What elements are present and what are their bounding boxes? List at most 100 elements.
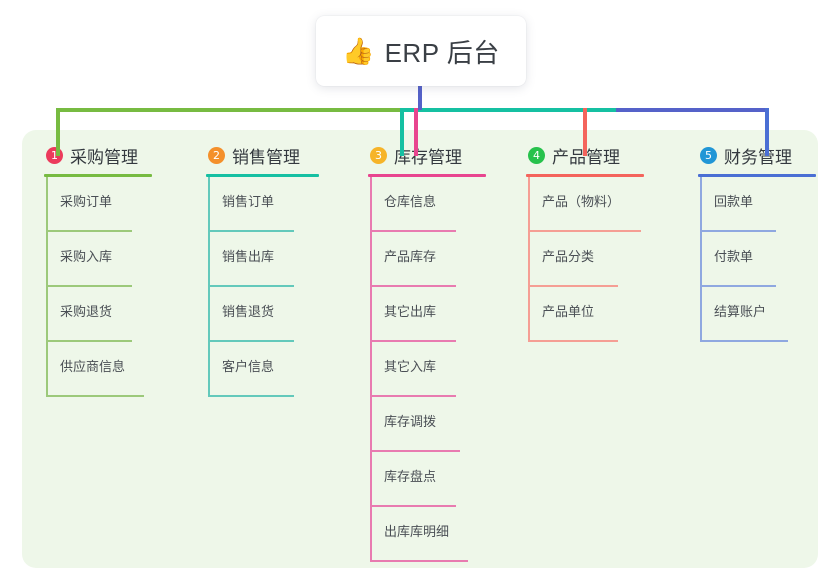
branch-title-5: 财务管理 [724,147,792,167]
drop-col4 [583,108,587,156]
root-node[interactable]: 👍 ERP 后台 [316,16,526,86]
drop-col3 [414,108,418,156]
leaf-rule [528,230,641,232]
leaf-rule [46,285,132,287]
leaf-node[interactable]: 回款单 [688,177,838,232]
branch-spine-4 [528,177,530,342]
branch-rule-2 [206,174,319,177]
branch-spine-5 [700,177,702,342]
leaf-rule [46,395,144,397]
branch-items-4: 产品（物料） 产品分类产品单位 [516,177,716,342]
leaf-rule [208,395,294,397]
branch-title-1: 采购管理 [70,147,138,167]
leaf-label: 客户信息 [222,359,275,374]
leaf-rule [700,285,776,287]
branch-rule-4 [526,174,644,177]
drop-col5 [765,108,769,156]
branch-rule-1 [44,174,152,177]
leaf-node[interactable]: 销售退货 [196,287,376,342]
leaf-rule [370,230,456,232]
leaf-rule [528,285,618,287]
badge-4: 4 [528,146,545,164]
leaf-node[interactable]: 产品分类 [516,232,716,287]
branch-spine-2 [208,177,210,397]
leaf-label: 其它出库 [384,304,437,319]
leaf-node[interactable]: 采购退货 [34,287,214,342]
leaf-rule [700,340,788,342]
branch-items-3: 仓库信息产品库存其它出库其它入库库存调拨库存盘点出库库明细 [358,177,548,562]
branch-rule-5 [698,174,816,177]
leaf-rule [208,340,294,342]
leaf-label: 销售订单 [222,194,275,209]
leaf-label: 供应商信息 [60,359,126,374]
branch-items-2: 销售订单销售出库销售退货客户信息 [196,177,376,397]
badge-1: 1 [46,146,63,164]
leaf-rule [370,560,468,562]
branch-title-2: 销售管理 [232,147,300,167]
root-title: ERP 后台 [384,37,500,68]
leaf-node[interactable]: 其它出库 [358,287,548,342]
drop-col1 [56,108,60,156]
leaf-label: 产品分类 [542,249,595,264]
branch-header-1[interactable]: 1 采购管理 [34,142,214,168]
branch-header-2[interactable]: 2 销售管理 [196,142,376,168]
leaf-node[interactable]: 采购入库 [34,232,214,287]
leaf-label: 出库库明细 [384,524,450,539]
leaf-label: 结算账户 [714,304,767,319]
leaf-node[interactable]: 付款单 [688,232,838,287]
leaf-node[interactable]: 销售出库 [196,232,376,287]
leaf-node[interactable]: 其它入库 [358,342,548,397]
branch-spine-3 [370,177,372,562]
leaf-node[interactable]: 产品单位 [516,287,716,342]
leaf-rule [208,285,294,287]
leaf-label: 销售出库 [222,249,275,264]
leaf-rule [528,340,618,342]
leaf-node[interactable]: 客户信息 [196,342,376,397]
content-panel [22,130,818,568]
leaf-label: 仓库信息 [384,194,437,209]
badge-2: 2 [208,146,225,164]
leaf-rule [46,230,132,232]
branch-items-5: 回款单付款单结算账户 [688,177,838,342]
leaf-rule [46,340,132,342]
leaf-label: 库存调拨 [384,414,437,429]
branch-header-3[interactable]: 3 库存管理 [358,142,548,168]
badge-3: 3 [370,146,387,164]
leaf-node[interactable]: 销售订单 [196,177,376,232]
leaf-node[interactable]: 供应商信息 [34,342,214,397]
leaf-node[interactable]: 仓库信息 [358,177,548,232]
leaf-label: 其它入库 [384,359,437,374]
leaf-node[interactable]: 产品（物料） [516,177,716,232]
branch-column-4: 4 产品管理 产品（物料） 产品分类产品单位 [516,142,716,342]
leaf-label: 产品库存 [384,249,437,264]
leaf-label: 销售退货 [222,304,275,319]
leaf-label: 产品单位 [542,304,595,319]
leaf-label: 采购退货 [60,304,113,319]
leaf-rule [370,450,460,452]
drop-col2 [400,108,404,156]
thumbs-up-icon: 👍 [342,36,375,66]
leaf-node[interactable]: 库存盘点 [358,452,548,507]
branch-header-4[interactable]: 4 产品管理 [516,142,716,168]
leaf-rule [700,230,776,232]
branch-column-3: 3 库存管理 仓库信息产品库存其它出库其它入库库存调拨库存盘点出库库明细 [358,142,548,562]
branch-title-3: 库存管理 [394,147,462,167]
branch-header-5[interactable]: 5 财务管理 [688,142,838,168]
branch-items-1: 采购订单采购入库采购退货供应商信息 [34,177,214,397]
connector-bar-teal [400,108,616,112]
branch-column-5: 5 财务管理 回款单付款单结算账户 [688,142,838,342]
leaf-node[interactable]: 产品库存 [358,232,548,287]
leaf-rule [370,285,456,287]
root-stem-connector [418,84,422,110]
leaf-node[interactable]: 采购订单 [34,177,214,232]
leaf-rule [370,395,456,397]
branch-column-2: 2 销售管理 销售订单销售出库销售退货客户信息 [196,142,376,397]
leaf-label: 产品（物料） [542,194,621,209]
leaf-node[interactable]: 出库库明细 [358,507,548,562]
leaf-node[interactable]: 库存调拨 [358,397,548,452]
leaf-label: 回款单 [714,194,754,209]
badge-5: 5 [700,146,717,164]
leaf-rule [208,230,294,232]
leaf-node[interactable]: 结算账户 [688,287,838,342]
